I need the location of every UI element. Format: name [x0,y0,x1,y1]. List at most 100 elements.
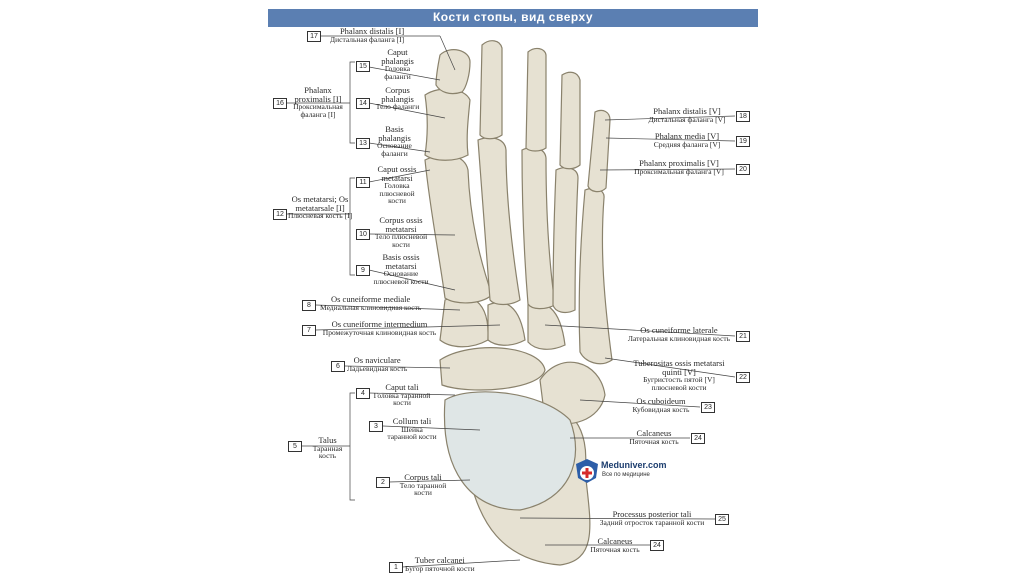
label-number-22: 22 [736,372,750,383]
latin-name: Os metatarsi; Os metatarsale [I] [286,195,354,212]
label-calcaneus-upper: Calcaneus Пяточная кость [618,429,690,445]
label-number-23: 23 [701,402,715,413]
label-number-21: 21 [736,331,750,342]
latin-name: Caput ossis metatarsi [372,165,422,182]
russian-name: Бугристость пятой [V] плюсневой кости [625,376,733,391]
label-number-1: 1 [389,562,403,573]
russian-name: Медиальная клиновидная кость [320,304,421,312]
russian-name: Тело фаланги [375,103,420,111]
metatarsal-4-bone [553,168,578,313]
label-number-6: 6 [331,361,345,372]
russian-name: Пяточная кость [618,438,690,446]
label-tuber-calcanei: Tuber calcanei Бугор пяточной кости [405,556,475,572]
label-phalanx-media-v: Phalanx media [V] Средняя фаланга [V] [640,132,734,148]
toe-3-phalanges [526,48,546,151]
label-number-2: 2 [376,477,390,488]
label-basis-ossis-metatarsi: Basis ossis metatarsi Основание плюснево… [372,253,430,285]
russian-name: Таранная кость [305,445,350,460]
label-number-24-lower: 24 [650,540,664,551]
label-corpus-ossis-metatarsi: Corpus ossis metatarsi Тело плюсневой ко… [372,216,430,248]
label-caput-ossis-metatarsi: Caput ossis metatarsi Головка плюсневой … [372,165,422,205]
russian-name: Тело плюсневой кости [372,233,430,248]
russian-name: Пяточная кость [580,546,650,554]
label-number-20: 20 [736,164,750,175]
label-number-25: 25 [715,514,729,525]
toe-5-phalanges [588,110,610,191]
russian-name: Латеральная клиновидная кость [625,335,733,343]
russian-name: Головка таранной кости [372,392,432,407]
big-toe-proximal-phalanx [425,89,470,160]
label-number-9: 9 [356,265,370,276]
russian-name: Плюсневая кость [I] [286,212,354,220]
latin-name: Phalanx proximalis [I] [288,86,348,103]
russian-name: Дистальная фаланга [V] [640,116,734,124]
talus-bone [444,392,575,510]
label-caput-tali: Caput tali Головка таранной кости [372,383,432,407]
label-number-16: 16 [273,98,287,109]
navicular-bone [440,348,545,390]
label-processus-posterior-tali: Processus posterior tali Задний отросток… [590,510,714,526]
big-toe-distal-phalanx [436,50,470,94]
label-os-cuneiforme-laterale: Os cuneiforme laterale Латеральная клино… [625,326,733,342]
label-number-5: 5 [288,441,302,452]
russian-name: Бугор пяточной кости [405,565,475,573]
label-number-24-upper: 24 [691,433,705,444]
russian-name: Ладьевидная кость [347,365,407,373]
label-os-cuneiforme-mediale: Os cuneiforme mediale Медиальная клинови… [320,295,421,311]
russian-name: Головка плюсневой кости [372,182,422,205]
label-collum-tali: Collum tali Шейка таранной кости [387,417,437,441]
russian-name: Проксимальная фаланга [V] [624,168,734,176]
meduniver-watermark: Meduniver.com Все по медицине [574,458,600,489]
label-os-naviculare: Os naviculare Ладьевидная кость [347,356,407,372]
label-phalanx-proximalis-v: Phalanx proximalis [V] Проксимальная фал… [624,159,734,175]
russian-name: Основание плюсневой кости [372,270,430,285]
label-phalanx-distalis-v: Phalanx distalis [V] Дистальная фаланга … [640,107,734,123]
label-corpus-phalangis: Corpus phalangis Тело фаланги [375,86,420,111]
intermediate-cuneiform-bone [488,303,525,346]
russian-name: Основание фаланги [372,142,417,157]
metatarsal-3-bone [522,148,555,309]
label-number-18: 18 [736,111,750,122]
label-talus: Talus Таранная кость [305,436,350,460]
label-number-3: 3 [369,421,383,432]
latin-name: Basis ossis metatarsi [372,253,430,270]
russian-name: Проксимальная фаланга [I] [288,103,348,118]
russian-name: Промежуточная клиновидная кость [322,329,437,337]
label-number-7: 7 [302,325,316,336]
label-os-cuboideum: Os cuboideum Кубовидная кость [622,397,700,413]
russian-name: Задний отросток таранной кости [590,519,714,527]
label-calcaneus-lower: Calcaneus Пяточная кость [580,537,650,553]
label-number-12: 12 [273,209,287,220]
watermark-tagline: Все по медицине [602,472,650,478]
label-number-17: 17 [307,31,321,42]
russian-name: Шейка таранной кости [387,426,437,441]
label-number-15: 15 [356,61,370,72]
latin-name: Tuberositas ossis metatarsi quinti [V] [625,359,733,376]
label-os-cuneiforme-intermedium: Os cuneiforme intermedium Промежуточная … [322,320,437,336]
russian-name: Тело таранной кости [393,482,453,497]
label-caput-phalangis: Caput phalangis Головка фаланги [375,48,420,80]
label-number-13: 13 [356,138,370,149]
russian-name: Головка фаланги [375,65,420,80]
medial-cuneiform-bone [440,296,488,346]
label-basis-phalangis: Basis phalangis Основание фаланги [372,125,417,157]
label-tuberositas-ossis-metatarsi-quinti: Tuberositas ossis metatarsi quinti [V] Б… [625,359,733,391]
toe-4-phalanges [560,72,580,168]
label-number-14: 14 [356,98,370,109]
latin-name: Basis phalangis [372,125,417,142]
latin-name: Corpus phalangis [375,86,420,103]
label-phalanx-distalis-i: Phalanx distalis [I] Дистальная фаланга … [330,27,404,43]
label-phalanx-proximalis-i: Phalanx proximalis [I] Проксимальная фал… [288,86,348,118]
watermark-name: Meduniver.com [601,460,667,470]
label-number-10: 10 [356,229,370,240]
label-number-19: 19 [736,136,750,147]
label-number-11: 11 [356,177,370,188]
russian-name: Дистальная фаланга [I] [330,36,404,44]
latin-name: Caput phalangis [375,48,420,65]
label-os-metatarsi: Os metatarsi; Os metatarsale [I] Плюснев… [286,195,354,220]
label-corpus-tali: Corpus tali Тело таранной кости [393,473,453,497]
label-number-8: 8 [302,300,316,311]
russian-name: Кубовидная кость [622,406,700,414]
label-number-4: 4 [356,388,370,399]
